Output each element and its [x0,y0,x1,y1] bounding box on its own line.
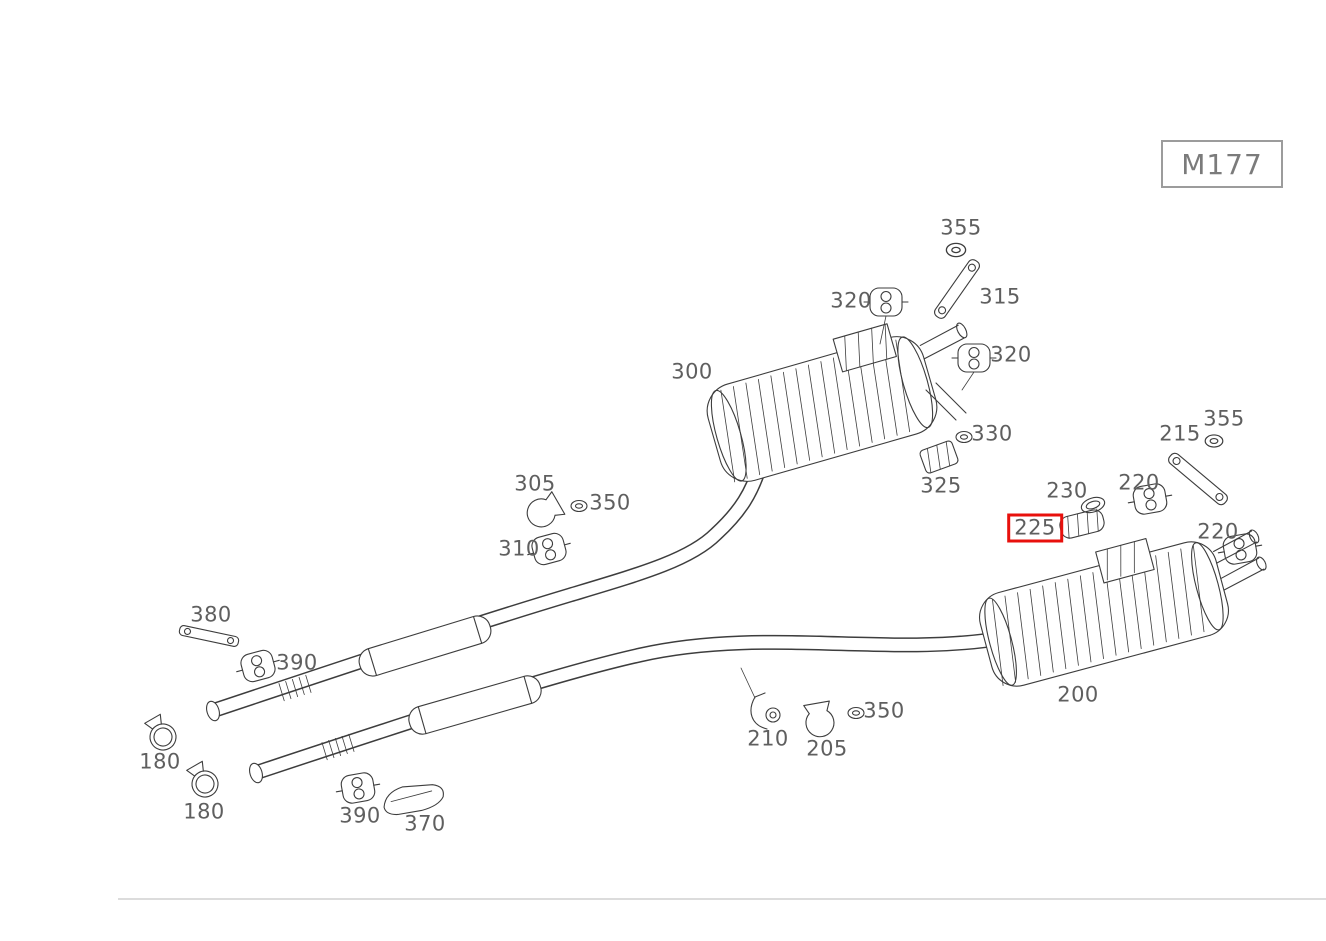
part-215-bracket [1168,452,1228,506]
part-label-315-2[interactable]: 315 [979,284,1021,309]
connector-lines [740,315,975,699]
part-label-305-8[interactable]: 305 [514,471,556,496]
part-label-220-14[interactable]: 220 [1197,519,1239,544]
part-label-210-20[interactable]: 210 [747,726,789,751]
part-label-310-15[interactable]: 310 [498,536,540,561]
part-label-320-1[interactable]: 320 [830,288,872,313]
catalyst-bulge-lower [408,675,542,735]
engine-code-label: M177 [1181,147,1263,181]
part-225-coupling [1059,508,1105,539]
part-210-hanger [750,692,781,730]
small-parts [140,242,1265,816]
part-label-325-9[interactable]: 325 [920,473,962,498]
catalyst-bulge-upper [358,615,492,677]
part-label-225-13-highlighted[interactable]: 225 [1007,513,1063,543]
part-label-180-23[interactable]: 180 [183,799,225,824]
part-355-washer-right [1204,434,1224,448]
part-180-clamp-upper [140,711,182,756]
part-305-clamp [521,490,566,533]
part-355-washer-top [945,242,967,258]
part-label-220-10[interactable]: 220 [1118,470,1160,495]
part-label-320-3[interactable]: 320 [990,342,1032,367]
part-label-215-7[interactable]: 215 [1159,421,1201,446]
part-label-390-17[interactable]: 390 [276,650,318,675]
part-390-mount-lower [333,769,383,807]
part-370-heat-shield [383,784,444,816]
part-label-350-12[interactable]: 350 [589,490,631,515]
part-label-180-22[interactable]: 180 [139,749,181,774]
part-315-bracket [933,259,981,319]
part-label-355-0[interactable]: 355 [940,215,982,240]
part-label-350-19[interactable]: 350 [863,698,905,723]
part-label-370-25[interactable]: 370 [404,811,446,836]
bottom-divider [118,898,1326,900]
part-230-gasket [1080,496,1106,514]
part-label-390-24[interactable]: 390 [339,803,381,828]
rear-muffler-200 [979,529,1267,687]
part-label-355-5[interactable]: 355 [1203,406,1245,431]
part-325-flange [919,440,959,474]
part-205-clamp [802,700,837,740]
part-180-clamp-lower [182,758,224,803]
part-380-bracket [178,625,240,647]
part-label-230-11[interactable]: 230 [1046,478,1088,503]
part-label-330-6[interactable]: 330 [971,421,1013,446]
part-label-300-4[interactable]: 300 [671,359,713,384]
part-label-200-18[interactable]: 200 [1057,682,1099,707]
front-muffler-300 [706,322,968,483]
part-label-205-21[interactable]: 205 [806,736,848,761]
part-label-380-16[interactable]: 380 [190,602,232,627]
engine-code-box: M177 [1161,140,1283,188]
front-pipes [206,458,998,784]
